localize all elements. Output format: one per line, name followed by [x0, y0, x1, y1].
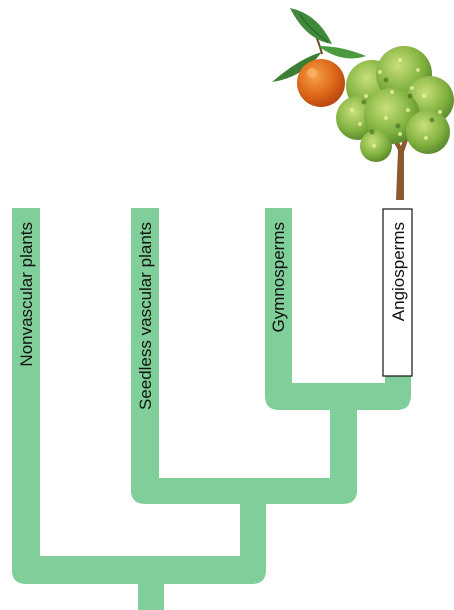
branches: [12, 208, 411, 610]
label-nonvascular: Nonvascular plants: [17, 222, 36, 367]
taxa-labels: Nonvascular plants Seedless vascular pla…: [17, 208, 413, 410]
node-1-bracket: [12, 208, 266, 584]
orange-fruit-icon: [272, 8, 366, 107]
label-box-angiosperms: [382, 208, 413, 377]
node-3-bracket: [265, 208, 411, 410]
flowering-tree-icon: [336, 46, 454, 200]
label-seedless: Seedless vascular plants: [136, 222, 155, 410]
node-2-bracket: [131, 208, 357, 504]
label-angiosperms: Angiosperms: [389, 222, 408, 321]
label-gymnosperms: Gymnosperms: [269, 222, 288, 333]
